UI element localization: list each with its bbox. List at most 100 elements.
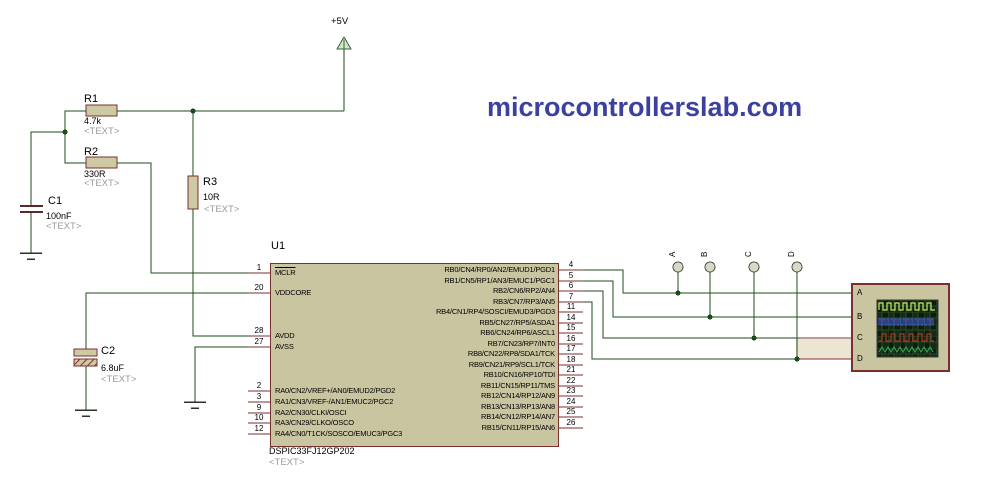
pin-number: 12 (254, 424, 264, 433)
pin-label: RA2/CN30/CLKI/OSCI (275, 408, 347, 417)
pin-number: 26 (566, 418, 576, 427)
pin-label: RB14/CN12/RP14/AN7 (481, 412, 555, 421)
pin-number: 11 (566, 302, 576, 311)
pin-label: RB12/CN14/RP12/AN9 (481, 391, 555, 400)
highlight-region (796, 339, 852, 359)
pin-label: RB2/CN6/RP2/AN4 (492, 286, 555, 295)
r2-text: <TEXT> (84, 178, 120, 189)
r3-ref: R3 (203, 176, 218, 188)
scope-channel-a-label: A (857, 288, 863, 297)
chip-pin-stubs (248, 269, 583, 435)
pin-number: 3 (256, 392, 262, 401)
capacitor-c2-symbol[interactable] (73, 348, 98, 367)
wire-layer[interactable] (30, 49, 852, 410)
pin-label: RB1/CN5/RP1/AN3/EMUC1/PGC1 (444, 276, 555, 285)
pin-number: 25 (566, 407, 576, 416)
r1-value: 4.7k (84, 116, 102, 126)
pin-label: RB10/CN16/RP10/TDI (483, 370, 556, 379)
pin-number: 21 (566, 365, 576, 374)
pin-label: AVSS (275, 342, 294, 351)
resistor-r2-body[interactable] (85, 156, 118, 169)
pin-number: 7 (568, 292, 574, 301)
watermark: microcontrollerslab.com (487, 92, 803, 122)
scope-channel-c-label: C (857, 333, 863, 342)
pin-number: 4 (568, 260, 574, 269)
pin-label: RB6/CN24/RP6/ASCL1 (480, 328, 555, 337)
c2-ref: C2 (101, 345, 116, 357)
pin-number: 17 (566, 344, 576, 353)
trace-channel-b (878, 318, 934, 326)
pin-number: 22 (566, 376, 576, 385)
scope-channel-b-label: B (857, 312, 863, 321)
r1-text: <TEXT> (84, 126, 120, 137)
pin-label: RB13/CN13/RP13/AN8 (481, 402, 555, 411)
pin-label: RB7/CN23/RP7/INT0 (487, 339, 556, 348)
c2-value: 6.8uF (101, 363, 125, 373)
pin-number: 15 (566, 323, 576, 332)
resistor-r1-body[interactable] (85, 104, 118, 117)
terminal-d-label: D (787, 251, 796, 257)
scope-channel-d-label: D (857, 354, 863, 363)
capacitor-c1-symbol[interactable] (20, 205, 43, 213)
pin-label: RB15/CN11/RP15/AN6 (481, 423, 556, 432)
pin-label: AVDD (275, 331, 295, 340)
pin-number: 14 (566, 313, 576, 322)
ground-symbol[interactable] (184, 401, 206, 409)
u1-part-number: DSPIC33FJ12GP202 (269, 446, 355, 456)
pin-label: RA1/CN3/VREF-/AN1/EMUC2/PGC2 (275, 397, 394, 406)
pin-number: 5 (568, 271, 574, 280)
pin-number: 27 (254, 337, 264, 346)
power-rail-label: +5V (331, 16, 349, 27)
power-symbol[interactable] (336, 36, 352, 50)
c1-value: 100nF (46, 211, 72, 221)
terminal-a[interactable]: A (668, 251, 684, 273)
trace-channel-d (878, 345, 934, 354)
pin-label: VDDCORE (275, 288, 312, 297)
pin-label: MCLR (275, 268, 296, 277)
terminal-b-label: B (700, 252, 709, 257)
pin-number: 2 (256, 381, 262, 390)
pin-number: 10 (254, 413, 264, 422)
u1-ref: U1 (271, 240, 286, 252)
pin-label: RB0/CN4/RP0/AN2/EMUD1/PGD1 (444, 265, 555, 274)
c2-text: <TEXT> (101, 374, 137, 385)
pin-number: 1 (256, 263, 262, 272)
oscilloscope-body[interactable] (851, 283, 950, 372)
pin-number: 28 (254, 326, 264, 335)
r2-ref: R2 (84, 146, 99, 158)
chip-u1-body[interactable] (270, 263, 559, 447)
ground-symbol[interactable] (75, 409, 97, 417)
pin-number: 6 (568, 281, 574, 290)
terminal-c-label: C (744, 251, 753, 257)
pin-label: RB5/CN27/RP5/ASDA1 (479, 318, 555, 327)
r3-value: 10R (203, 192, 220, 202)
trace-channel-c (879, 333, 934, 342)
r1-ref: R1 (84, 93, 99, 105)
trace-channel-a (878, 302, 935, 311)
pin-label: RB4/CN1/RP4/SOSCI/EMUD3/PGD3 (435, 307, 555, 316)
terminal-c[interactable]: C (744, 251, 760, 273)
pin-label: RA0/CN2/VREF+/AN0/EMUD2/PGD2 (275, 386, 396, 395)
terminal-d[interactable]: D (787, 251, 803, 273)
pin-number: 16 (566, 334, 576, 343)
terminal-a-label: A (668, 251, 677, 257)
r3-text: <TEXT> (204, 204, 240, 215)
terminal-b[interactable]: B (700, 252, 716, 273)
resistor-r3-body[interactable] (187, 175, 199, 210)
u1-text: <TEXT> (269, 457, 305, 468)
pin-label: RB3/CN7/RP3/AN5 (492, 297, 555, 306)
ground-symbol[interactable] (20, 252, 42, 260)
pin-number: 23 (566, 386, 576, 395)
junction-dots (62, 108, 800, 362)
pin-number: 24 (566, 397, 576, 406)
pin-label: RA3/CN29/CLKO/OSCO (275, 418, 354, 427)
pin-number: 9 (256, 403, 262, 412)
pin-label: RB9/CN21/RP9/SCL1/TCK (468, 360, 555, 369)
pin-label: RB11/CN15/RP11/TMS (480, 381, 555, 390)
c1-ref: C1 (48, 195, 63, 207)
pin-label: RA4/CN0/T1CK/SOSCO/EMUC3/PGC3 (275, 429, 403, 438)
pin-label: RB8/CN22/RP8/SDA1/TCK (467, 349, 555, 358)
c1-text: <TEXT> (46, 221, 82, 232)
r2-value: 330R (84, 169, 106, 179)
